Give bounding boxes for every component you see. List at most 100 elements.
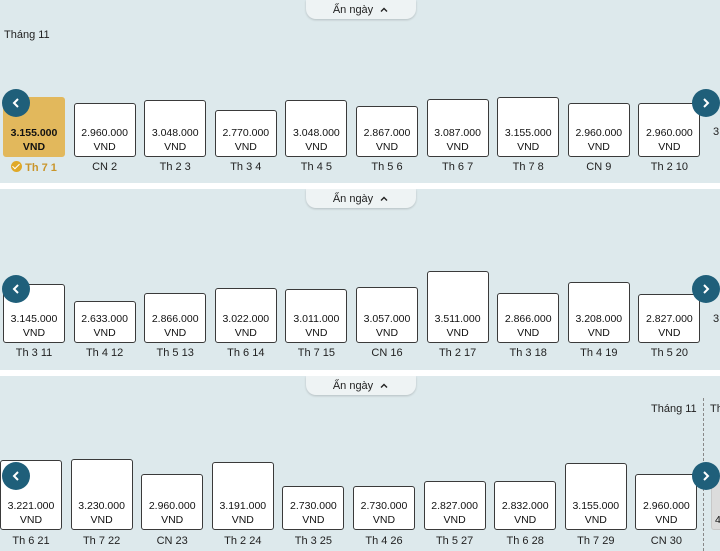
day-label-text: Th 7 29 [577,535,615,547]
day-label-text: CN 16 [371,347,403,359]
day-label[interactable]: Th 2 24 [211,535,275,547]
day-label-text: Th 2 10 [650,161,689,173]
prev-button[interactable] [2,275,30,303]
price-currency: VND [446,141,469,153]
next-button[interactable] [692,89,720,117]
price-value: 2.867.000 [363,127,411,139]
price-currency: VND [443,514,466,526]
day-label[interactable]: Th 2 3 [143,161,207,173]
day-label[interactable]: CN 2 [73,161,137,173]
next-button[interactable] [692,462,720,490]
day-label[interactable]: Th 3 18 [496,347,560,359]
day-label[interactable]: Th 7 8 [496,161,560,173]
price-value: 3.208.000 [575,313,623,325]
day-label[interactable]: Th 7 1 [2,161,66,174]
day-label-text: Th 4 12 [85,347,124,359]
price-value: 2.960.000 [575,127,623,139]
day-label-text: CN 2 [92,161,118,173]
price-currency: VND [658,327,681,339]
day-label[interactable]: Th 5 27 [423,535,487,547]
day-label[interactable]: Th 4 5 [284,161,348,173]
day-label-text: Th 3 18 [509,347,547,359]
day-label[interactable]: Th 7 29 [564,535,628,547]
price-value: 3.087.000 [434,127,481,139]
day-label[interactable]: Th 4 12 [73,347,137,359]
day-label[interactable]: Th 4 19 [567,347,631,359]
day-label[interactable]: CN 16 [355,347,419,359]
price-value: 2.866.000 [151,313,199,325]
price-currency: VND [22,327,46,339]
day-label[interactable]: CN 23 [140,535,204,547]
day-label-text: Th 7 1 [25,162,57,174]
day-label[interactable]: Th 7 15 [284,347,348,359]
day-label-text: Th 2 3 [159,161,191,173]
day-label[interactable]: Th 5 6 [355,161,419,173]
day-label[interactable]: Th 5 13 [143,347,207,359]
day-label[interactable]: Th 6 7 [426,161,490,173]
chevron-right-icon [703,284,710,294]
price-currency: VND [234,141,257,153]
day-label[interactable]: Th 2 10 [637,161,701,173]
day-label[interactable]: Th 6 14 [214,347,278,359]
price-value: 3.221.000 [7,500,55,512]
day-label[interactable]: Th 2 17 [426,347,490,359]
day-label[interactable]: Th 3 25 [281,535,345,547]
day-label-text: Th 4 19 [580,347,618,359]
price-value: 3.511.000 [434,313,481,325]
day-label[interactable]: Th 4 26 [352,535,416,547]
price-value: 2.866.000 [504,313,552,325]
price-value: 3.011.000 [293,313,340,325]
price-value: 3.048.000 [151,127,199,139]
day-label[interactable]: Th 7 22 [70,535,134,547]
price-currency: VND [446,327,469,339]
hide-dates-toggle[interactable]: Ẩn ngày [306,0,416,19]
day-label[interactable]: Th 5 20 [637,347,701,359]
price-currency: VND [90,514,113,526]
day-label[interactable]: Th 6 21 [0,535,63,547]
price-currency: VND [231,514,254,526]
hide-dates-toggle[interactable]: Ẩn ngày [306,189,416,208]
day-label-text: Th 3 11 [15,347,53,359]
price-value: 2.730.000 [360,500,408,512]
day-label[interactable]: Th 3 11 [2,347,66,359]
day-label[interactable]: Th 3 4 [214,161,278,173]
prev-button[interactable] [2,89,30,117]
day-label[interactable]: CN 30 [634,535,698,547]
day-label[interactable]: Th 6 28 [493,535,557,547]
day-label[interactable]: CN 9 [567,161,631,173]
price-value: 3.057.000 [363,313,411,325]
prev-button[interactable] [2,462,30,490]
next-button[interactable] [692,275,720,303]
hide-dates-toggle[interactable]: Ẩn ngày [306,376,416,395]
